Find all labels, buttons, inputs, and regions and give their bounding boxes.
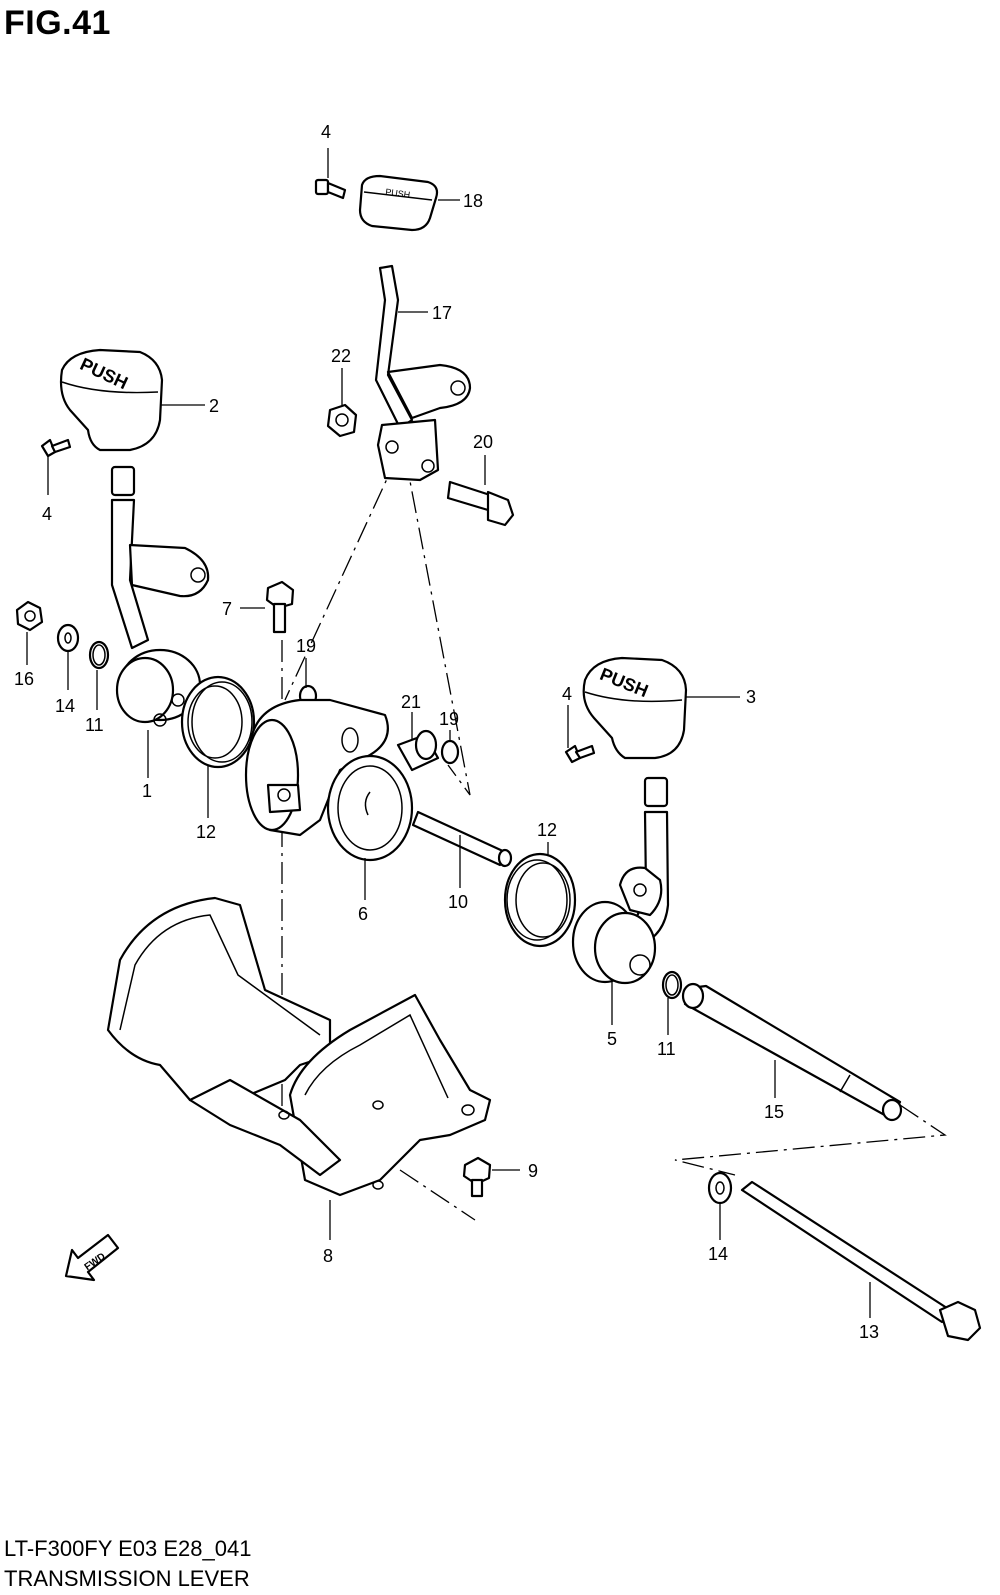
- collar-21: [396, 729, 440, 772]
- lever-1: [110, 465, 210, 727]
- callout-18: 18: [463, 191, 483, 211]
- callout-14: 14: [55, 696, 75, 716]
- screw-4-left: [40, 438, 72, 458]
- callout-16: 16: [14, 669, 34, 689]
- callout-5: 5: [607, 1029, 617, 1049]
- washer-14-right: [707, 1171, 733, 1205]
- figure-title: FIG.41: [4, 4, 111, 42]
- callout-1: 1: [142, 781, 152, 801]
- callout-14: 14: [708, 1244, 728, 1264]
- screw-4-top: [314, 178, 347, 200]
- callout-21: 21: [401, 692, 421, 712]
- callout-15: 15: [764, 1102, 784, 1122]
- housing-6: [244, 698, 414, 862]
- callout-6: 6: [358, 904, 368, 924]
- bolt-9: [462, 1156, 492, 1198]
- push-cap-18: PUSH: [358, 174, 439, 232]
- screw-4-right: [564, 744, 596, 764]
- push-cap-text: PUSH: [385, 187, 411, 200]
- callout-10: 10: [448, 892, 468, 912]
- callout-19: 19: [296, 636, 316, 656]
- callout-4: 4: [42, 504, 52, 524]
- bolt-7: [265, 580, 295, 634]
- callout-12: 12: [537, 820, 557, 840]
- nut-22: [326, 403, 358, 438]
- lever-5: [571, 776, 670, 985]
- knob-2: PUSH: [59, 348, 164, 452]
- callout-20: 20: [473, 432, 493, 452]
- callout-22: 22: [331, 346, 351, 366]
- callout-11: 11: [85, 715, 104, 735]
- model-code: LT-F300FY E03 E28_041: [4, 1536, 252, 1561]
- bracket-8: [106, 896, 492, 1197]
- seal-12-right: [503, 852, 577, 948]
- callout-4: 4: [562, 684, 572, 704]
- section-name: TRANSMISSION LEVER: [4, 1566, 250, 1591]
- callout-4: 4: [321, 122, 331, 142]
- callout-19: 19: [439, 709, 459, 729]
- shaft-10: [411, 810, 513, 868]
- oring-11-left: [88, 640, 110, 670]
- oring-19-right: [440, 739, 460, 765]
- callout-3: 3: [746, 687, 756, 707]
- callout-12: 12: [196, 822, 216, 842]
- lever-17: [374, 264, 472, 482]
- bolt-13: [740, 1180, 982, 1342]
- callout-11: 11: [657, 1039, 676, 1059]
- callout-13: 13: [859, 1322, 879, 1342]
- callout-9: 9: [528, 1161, 538, 1181]
- callout-17: 17: [432, 303, 452, 323]
- callout-8: 8: [323, 1246, 333, 1266]
- callout-2: 2: [209, 396, 219, 416]
- washer-14-left: [56, 623, 80, 653]
- nut-16: [15, 600, 44, 632]
- knob-3: PUSH: [582, 656, 688, 760]
- callout-labels: 4 18 17 22 20 2 4 7 16 14 11 19 21 19 4 …: [14, 122, 879, 1342]
- callout-7: 7: [222, 599, 232, 619]
- seal-12-left: [180, 675, 256, 769]
- oring-11-right: [661, 970, 683, 1000]
- forward-arrow: FWD: [64, 1233, 120, 1282]
- bolt-20: [446, 480, 515, 527]
- leader-lines: [26, 148, 871, 1318]
- shaft-15: [681, 982, 903, 1122]
